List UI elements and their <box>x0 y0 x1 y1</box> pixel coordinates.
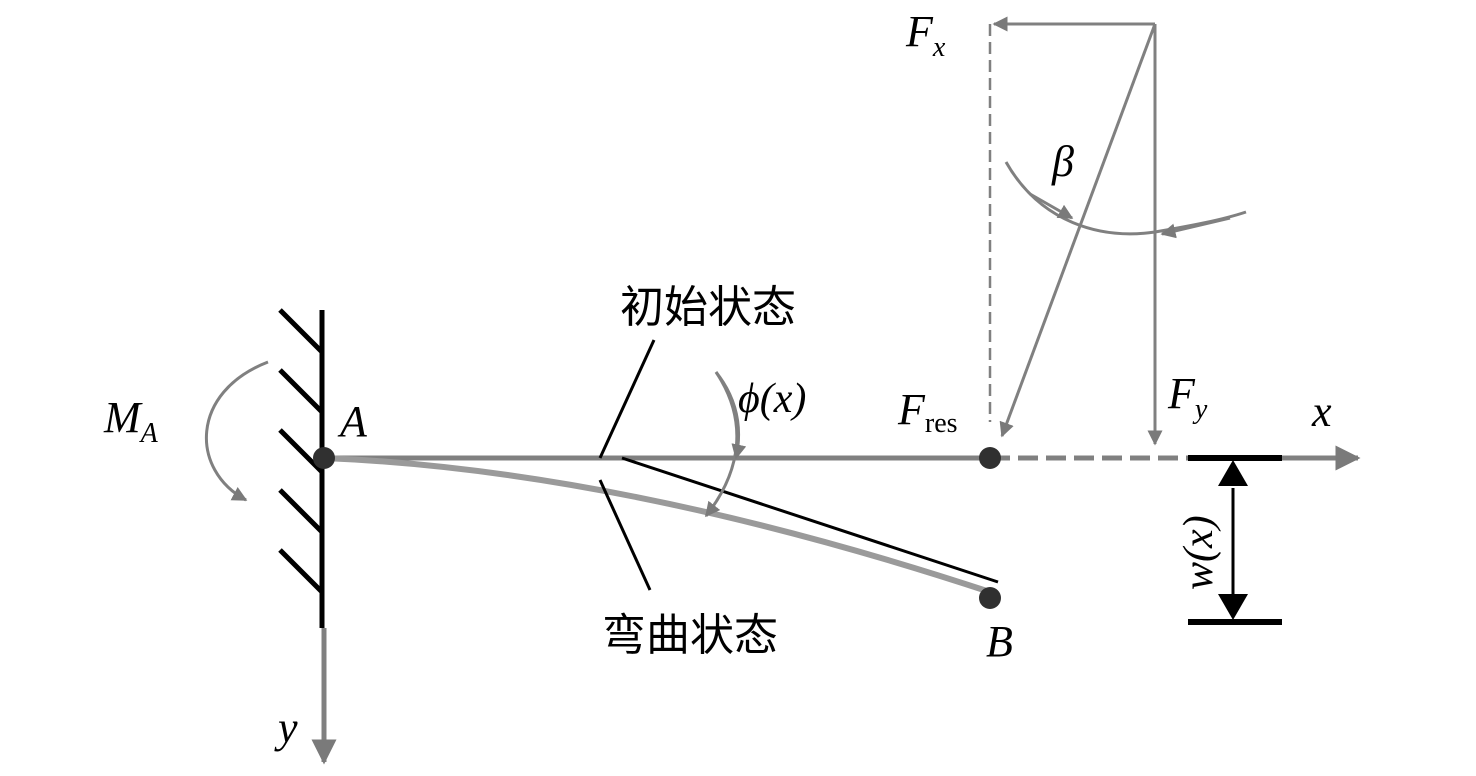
point-a <box>313 447 335 469</box>
moment-ma-arrow <box>204 360 269 502</box>
bent-beam-curve <box>323 455 991 595</box>
point-fres <box>979 447 1001 469</box>
label-w: w(x) <box>1176 515 1222 590</box>
label-fres: Fres <box>897 385 958 439</box>
label-b: B <box>986 617 1013 666</box>
label-x-axis: x <box>1311 387 1332 436</box>
point-b <box>979 587 1001 609</box>
force-diagram <box>988 16 1247 446</box>
label-fx: Fx <box>905 7 946 63</box>
label-fy: Fy <box>1167 369 1208 425</box>
state-leaders <box>598 339 656 591</box>
label-phi: ϕ(x) <box>738 376 806 422</box>
fixed-wall <box>278 308 325 628</box>
label-ma: MA <box>103 393 159 449</box>
tangent-line <box>621 456 999 584</box>
label-beta: β <box>1051 137 1074 186</box>
label-initial-state: 初始状态 <box>620 282 796 333</box>
label-a: A <box>337 397 368 446</box>
deflection-dimension <box>1188 455 1282 625</box>
label-y-axis: y <box>274 703 298 752</box>
label-bent-state: 弯曲状态 <box>602 610 778 661</box>
